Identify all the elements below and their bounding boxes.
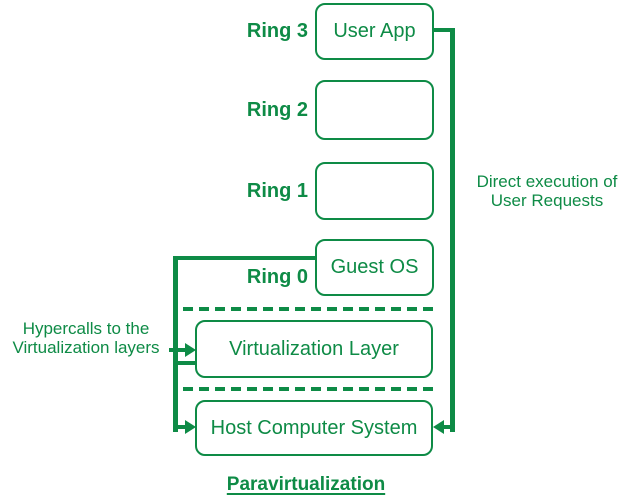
ring-1-box xyxy=(315,162,434,220)
host-computer-system-box: Host Computer System xyxy=(195,400,433,456)
virtualization-layer-exit-stub xyxy=(173,361,197,365)
dashed-separator-virtualization-host xyxy=(183,387,433,391)
ring-2-box xyxy=(315,80,434,140)
ring-3-label: Ring 3 xyxy=(246,20,308,42)
arrowhead-into-host-right xyxy=(433,420,444,434)
ring-0-label: Ring 0 xyxy=(246,266,308,288)
ring-1-label: Ring 1 xyxy=(246,180,308,202)
left-connector-vertical xyxy=(173,256,178,432)
right-connector-vertical xyxy=(450,28,455,432)
dashed-separator-guest-virtualization xyxy=(183,307,433,311)
arrowhead-into-host-left xyxy=(185,420,196,434)
direct-execution-annotation: Direct execution of User Requests xyxy=(476,172,618,210)
guest-os-box: Guest OS xyxy=(315,239,434,296)
virtualization-layer-box: Virtualization Layer xyxy=(195,320,433,378)
arrowhead-into-virtualization-layer xyxy=(185,343,196,357)
user-app-box: User App xyxy=(315,3,434,60)
right-host-arrow-shaft xyxy=(444,425,455,429)
diagram-caption: Paravirtualization xyxy=(226,474,386,495)
user-app-connector-horizontal xyxy=(434,28,455,32)
left-host-arrow-shaft xyxy=(173,425,186,429)
ring-2-label: Ring 2 xyxy=(246,99,308,121)
guest-os-connector-horizontal xyxy=(173,256,317,260)
hypercalls-annotation: Hypercalls to the Virtualization layers xyxy=(12,319,160,357)
hypercalls-arrow-shaft xyxy=(169,348,186,352)
